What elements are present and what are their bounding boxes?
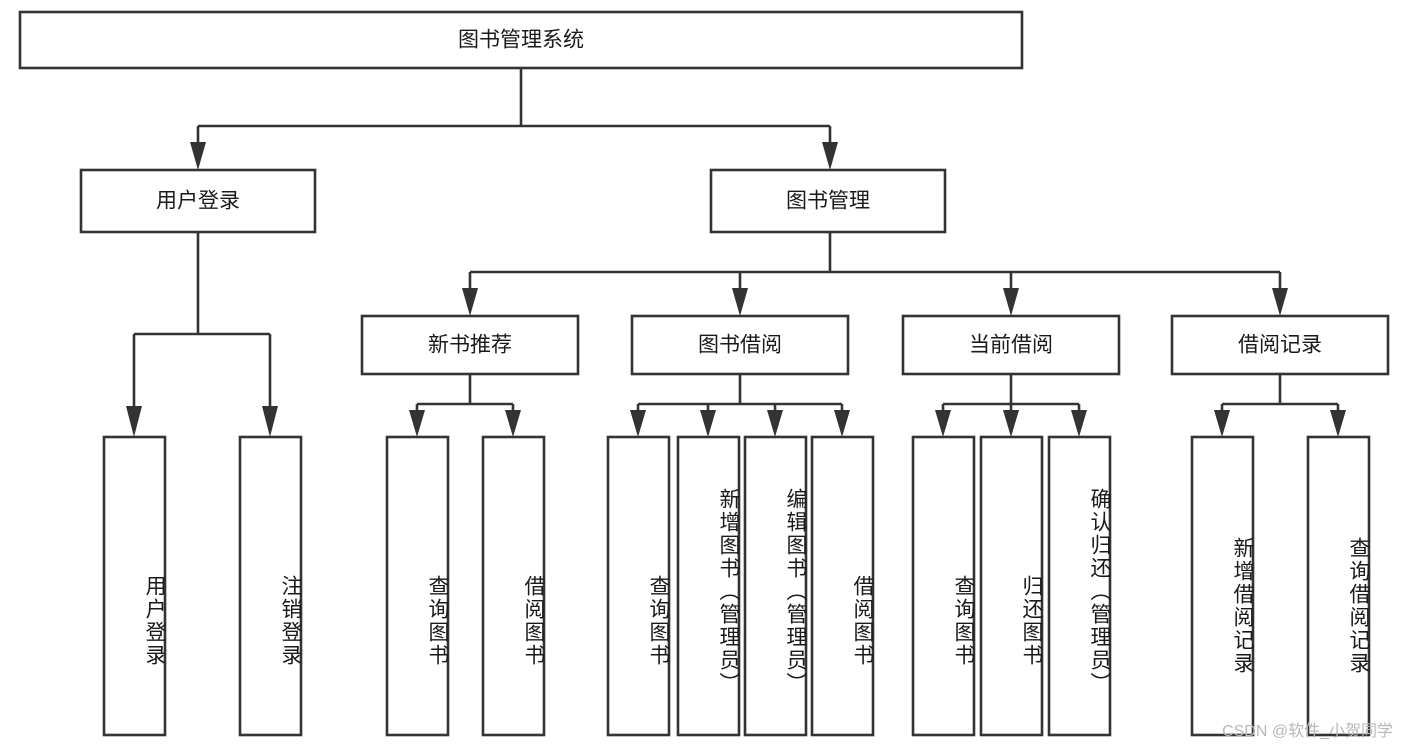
arrow-book-manage-child-4 xyxy=(1272,288,1288,316)
arrow-bookborrow-leaf-3 xyxy=(767,410,783,437)
node-leaf-add-book[interactable] xyxy=(676,435,741,737)
node-leaf-confirm-return-label: 确认归还（管理员） xyxy=(1088,487,1111,695)
node-leaf-edit-book-label: 编辑图书（管理员） xyxy=(784,487,807,695)
node-leaf-query-book-3-label: 查询图书 xyxy=(952,575,975,667)
arrow-root-to-book-manage xyxy=(822,142,838,170)
arrow-book-manage-child-3 xyxy=(1003,288,1019,316)
node-leaf-return-book[interactable] xyxy=(979,435,1044,737)
node-root[interactable] xyxy=(18,10,1024,70)
edges-group xyxy=(126,68,1346,437)
node-leaf-return-book-label: 归还图书 xyxy=(1020,575,1043,667)
arrow-currentborrow-leaf-1 xyxy=(935,410,951,437)
node-user-login[interactable] xyxy=(79,168,317,234)
node-leaf-borrow-book-1[interactable] xyxy=(481,435,546,737)
node-leaf-query-book-1[interactable] xyxy=(385,435,450,737)
csdn-watermark: CSDN @软件_小贺同学 xyxy=(1222,723,1393,740)
node-user-login-label: 用户登录 xyxy=(156,190,240,213)
arrow-root-to-user-login xyxy=(190,142,206,170)
node-borrow-record-label: 借阅记录 xyxy=(1238,334,1322,357)
node-leaf-user-logout[interactable] xyxy=(238,435,303,737)
arrow-bookborrow-leaf-2 xyxy=(700,410,716,437)
node-leaf-add-record[interactable] xyxy=(1190,435,1255,737)
node-borrow-record[interactable] xyxy=(1170,314,1390,376)
arrow-book-manage-child-2 xyxy=(732,288,748,316)
node-leaf-user-logout-label: 注销登录 xyxy=(279,575,302,667)
arrow-user-login-leaf-1 xyxy=(126,406,142,437)
node-leaf-borrow-book-2-label: 借阅图书 xyxy=(851,575,874,667)
arrow-newbook-leaf-2 xyxy=(505,410,521,437)
node-root-label: 图书管理系统 xyxy=(458,29,584,52)
node-leaf-query-book-1-label: 查询图书 xyxy=(426,575,449,667)
node-current-borrow-label: 当前借阅 xyxy=(969,334,1053,357)
node-leaf-edit-book[interactable] xyxy=(743,435,808,737)
node-book-borrow-label: 图书借阅 xyxy=(698,334,782,357)
nodes-group: 图书管理系统 用户登录 图书管理 新书推荐 图书借阅 当前借阅 借阅记录 xyxy=(18,10,1390,737)
node-leaf-borrow-book-2[interactable] xyxy=(810,435,875,737)
arrow-currentborrow-leaf-3 xyxy=(1071,410,1087,437)
node-leaf-user-login[interactable] xyxy=(102,435,167,737)
arrow-book-manage-child-1 xyxy=(462,288,478,316)
arrow-newbook-leaf-1 xyxy=(409,410,425,437)
node-book-manage[interactable] xyxy=(709,168,947,234)
node-leaf-query-book-3[interactable] xyxy=(911,435,976,737)
node-leaf-query-book-2-label: 查询图书 xyxy=(647,575,670,667)
node-leaf-user-login-label: 用户登录 xyxy=(143,575,166,667)
node-book-borrow[interactable] xyxy=(630,314,850,376)
arrow-borrowrecord-leaf-2 xyxy=(1330,410,1346,437)
arrow-bookborrow-leaf-4 xyxy=(834,410,850,437)
arrow-user-login-leaf-2 xyxy=(262,406,278,437)
node-leaf-query-record-label: 查询借阅记录 xyxy=(1347,537,1370,675)
arrow-borrowrecord-leaf-1 xyxy=(1214,410,1230,437)
node-current-borrow[interactable] xyxy=(901,314,1121,376)
node-leaf-borrow-book-1-label: 借阅图书 xyxy=(522,575,545,667)
node-leaf-confirm-return[interactable] xyxy=(1047,435,1112,737)
node-leaf-add-book-label: 新增图书（管理员） xyxy=(717,487,740,695)
node-leaf-query-record[interactable] xyxy=(1306,435,1371,737)
node-book-manage-label: 图书管理 xyxy=(786,190,870,213)
node-new-book-recommend-label: 新书推荐 xyxy=(428,334,512,357)
node-leaf-add-record-label: 新增借阅记录 xyxy=(1231,537,1254,675)
arrow-currentborrow-leaf-2 xyxy=(1003,410,1019,437)
arrow-bookborrow-leaf-1 xyxy=(630,410,646,437)
node-leaf-query-book-2[interactable] xyxy=(606,435,671,737)
node-new-book-recommend[interactable] xyxy=(360,314,580,376)
